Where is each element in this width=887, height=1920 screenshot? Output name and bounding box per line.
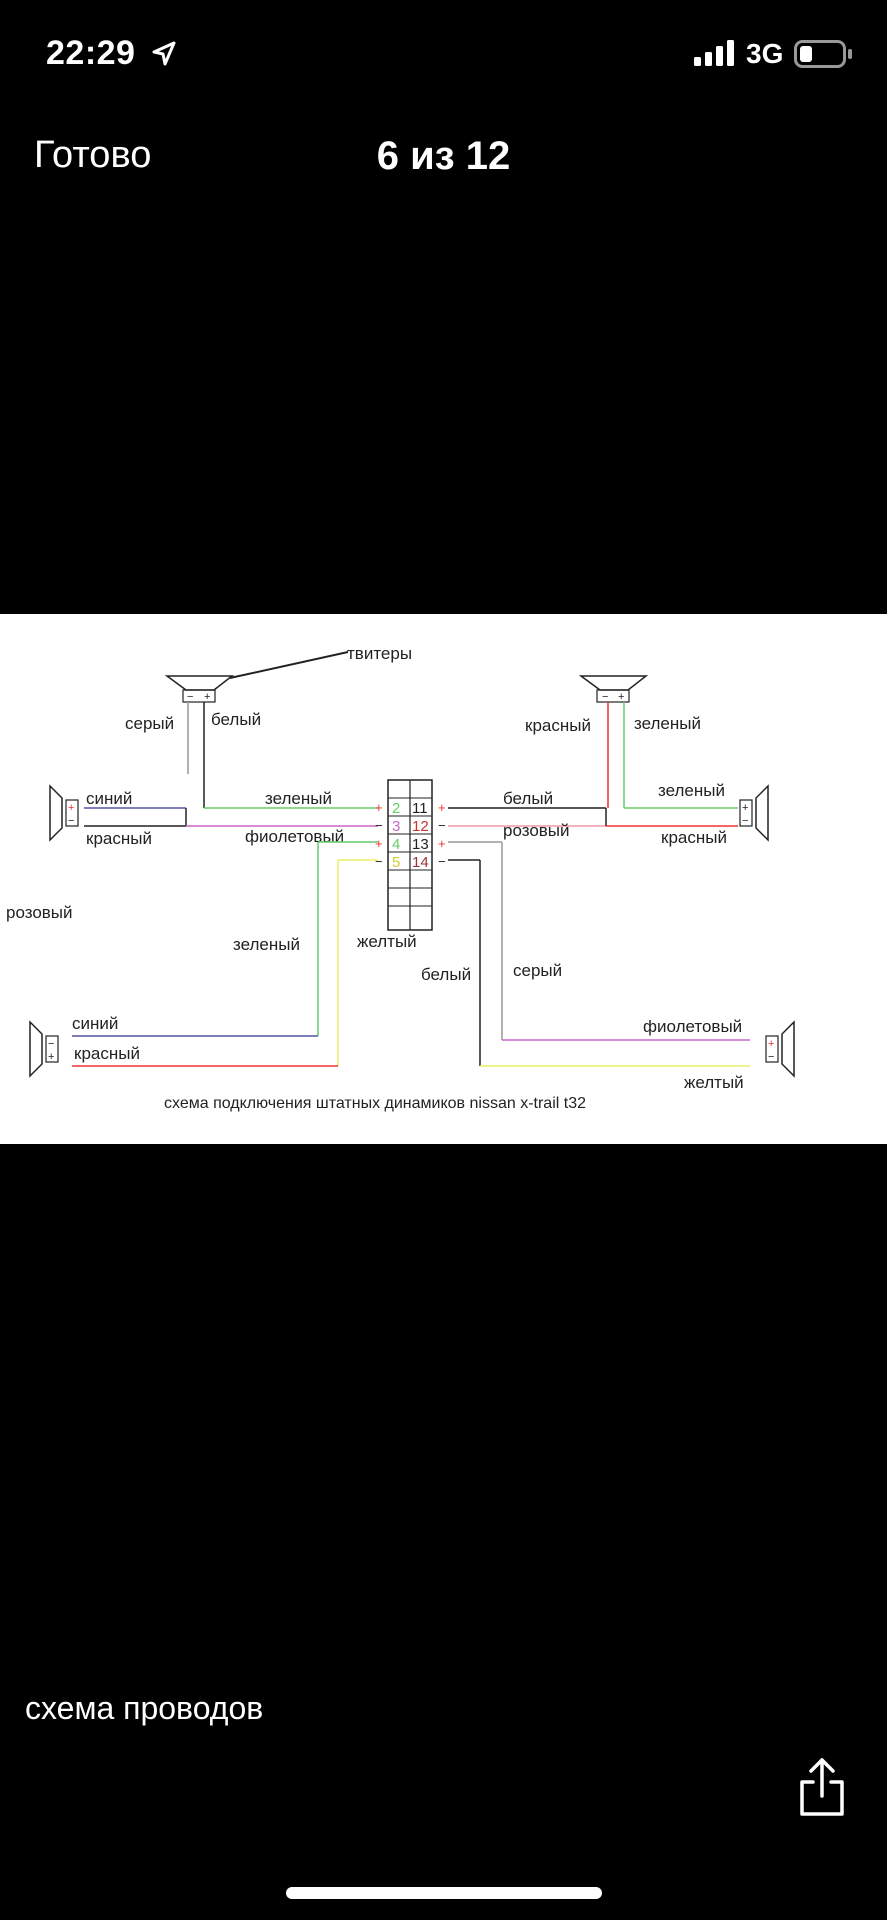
pin-number: 5 (392, 854, 400, 871)
share-icon[interactable] (796, 1756, 848, 1818)
wire-label: зеленый (233, 935, 300, 954)
photo-viewer[interactable]: −+ твитеры −+ серый белый красный зелены… (0, 614, 887, 1144)
pin-number: 13 (412, 836, 429, 853)
wire-label: зеленый (265, 789, 332, 808)
wire-label: белый (421, 965, 471, 984)
wire-label: зеленый (634, 714, 701, 733)
right-rear-speaker-icon: +− (765, 1020, 795, 1078)
svg-text:+: + (618, 691, 624, 703)
pin-number: 14 (412, 854, 429, 871)
svg-text:−: − (48, 1038, 54, 1050)
polarity: − (375, 818, 383, 833)
wire-label: желтый (357, 932, 417, 951)
pin-number: 12 (412, 818, 429, 835)
polarity: + (438, 836, 446, 851)
polarity: − (438, 854, 446, 869)
connector-block: 2 3 4 5 11 12 13 14 + − + − + − + − (375, 779, 446, 931)
pin-number: 4 (392, 836, 400, 853)
status-bar: 22:29 3G (0, 0, 887, 110)
wire-label: серый (125, 714, 174, 733)
wire-label: розовый (503, 821, 570, 840)
svg-text:−: − (602, 691, 608, 703)
polarity: − (375, 854, 383, 869)
polarity: − (438, 818, 446, 833)
polarity: + (438, 800, 446, 815)
left-rear-speaker-icon: −+ (29, 1020, 59, 1078)
right-tweeter-icon: −+ (578, 675, 649, 703)
tweeters-label: твитеры (347, 644, 412, 663)
svg-text:+: + (204, 691, 210, 703)
pin-number: 11 (412, 800, 428, 817)
svg-text:+: + (48, 1051, 54, 1063)
diagram-title: схема подключения штатных динамиков niss… (164, 1095, 586, 1112)
left-front-speaker-icon: +− (49, 784, 79, 842)
wire-label: фиолетовый (245, 827, 344, 846)
wire-label: желтый (684, 1073, 744, 1092)
pin-number: 3 (392, 818, 400, 835)
svg-text:−: − (768, 1051, 774, 1063)
right-front-speaker-icon: +− (739, 784, 769, 842)
polarity: + (375, 800, 383, 815)
home-indicator[interactable] (286, 1887, 602, 1899)
location-arrow-icon (152, 41, 176, 66)
wire-label: зеленый (658, 781, 725, 800)
polarity: + (375, 836, 383, 851)
wire-label: красный (74, 1044, 140, 1063)
photo-caption: схема проводов (25, 1690, 264, 1726)
wire-label: фиолетовый (643, 1017, 742, 1036)
wire-label: белый (211, 710, 261, 729)
svg-text:−: − (742, 815, 748, 827)
wire-label: синий (86, 789, 132, 808)
wire-label: белый (503, 789, 553, 808)
network-type: 3G (746, 38, 784, 69)
svg-text:−: − (68, 815, 74, 827)
cellular-signal-icon (694, 40, 734, 66)
wiring-diagram: −+ твитеры −+ серый белый красный зелены… (6, 644, 795, 1112)
wire-label: розовый (6, 903, 73, 922)
svg-text:+: + (768, 1038, 774, 1050)
done-button[interactable]: Готово (34, 134, 152, 176)
wire-label: красный (86, 829, 152, 848)
svg-text:+: + (742, 802, 748, 814)
wire-label: серый (513, 961, 562, 980)
left-tweeter-icon: −+ (164, 675, 235, 703)
wire-label: синий (72, 1014, 118, 1033)
status-time: 22:29 (46, 34, 136, 72)
wire-label: красный (525, 716, 591, 735)
pin-number: 2 (392, 800, 400, 817)
svg-text:+: + (68, 802, 74, 814)
photo-counter: 6 из 12 (376, 134, 511, 178)
wire-label: красный (661, 828, 727, 847)
svg-text:−: − (187, 691, 193, 703)
battery-icon (794, 40, 852, 68)
